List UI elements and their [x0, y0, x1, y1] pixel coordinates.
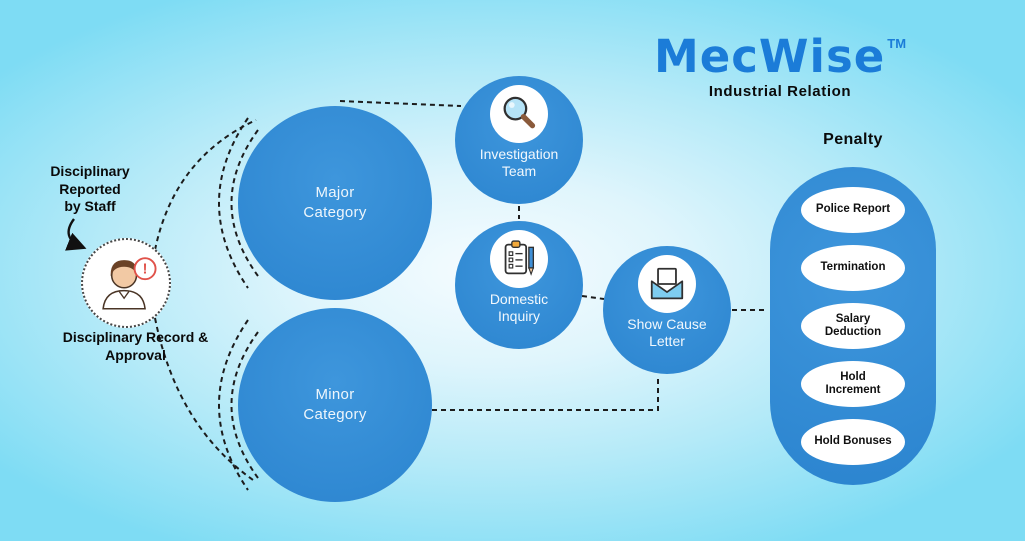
investigation-team-node: Investigation Team: [455, 76, 583, 204]
trademark-symbol: TM: [887, 36, 907, 51]
minor-category-node: Minor Category: [238, 308, 432, 502]
penalty-panel: Police Report Termination Salary Deducti…: [770, 167, 936, 485]
penalty-item-hold-bonuses: Hold Bonuses: [801, 419, 905, 465]
magnifier-icon: [490, 85, 548, 143]
domestic-inquiry-node: Domestic Inquiry: [455, 221, 583, 349]
open-envelope-icon: [638, 255, 696, 313]
penalty-item-label: Termination: [820, 261, 886, 274]
penalty-item-salary-deduction: Salary Deduction: [801, 303, 905, 349]
penalty-item-label: Hold Bonuses: [814, 435, 892, 448]
penalty-item-hold-increment: Hold Increment: [801, 361, 905, 407]
record-approval-label: Disciplinary Record & Approval: [62, 329, 209, 364]
show-cause-letter-node: Show Cause Letter: [603, 246, 731, 374]
person-alert-icon: !: [102, 257, 157, 310]
major-category-node: Major Category: [238, 106, 432, 300]
major-category-label: Major Category: [303, 183, 367, 221]
penalty-item-label: Salary Deduction: [824, 312, 882, 338]
brand-subtitle: Industrial Relation: [708, 83, 852, 100]
down-arrow-icon: [65, 218, 87, 251]
domestic-inquiry-label: Domestic Inquiry: [489, 291, 549, 324]
penalty-item-termination: Termination: [801, 245, 905, 291]
minor-category-label: Minor Category: [303, 385, 367, 423]
penalty-item-label: Hold Increment: [825, 370, 881, 396]
brand-name: MecWise: [653, 30, 886, 83]
disciplinary-record-badge: !: [81, 238, 171, 328]
investigation-team-label: Investigation Team: [479, 146, 559, 179]
penalty-item-label: Police Report: [815, 203, 891, 216]
show-cause-letter-label: Show Cause Letter: [627, 316, 707, 349]
penalty-item-police-report: Police Report: [801, 187, 905, 233]
reported-by-staff-label: Disciplinary Reported by Staff: [50, 163, 130, 214]
svg-text:!: !: [143, 261, 148, 277]
penalty-title: Penalty: [823, 131, 883, 148]
clipboard-checklist-icon: [490, 230, 548, 288]
